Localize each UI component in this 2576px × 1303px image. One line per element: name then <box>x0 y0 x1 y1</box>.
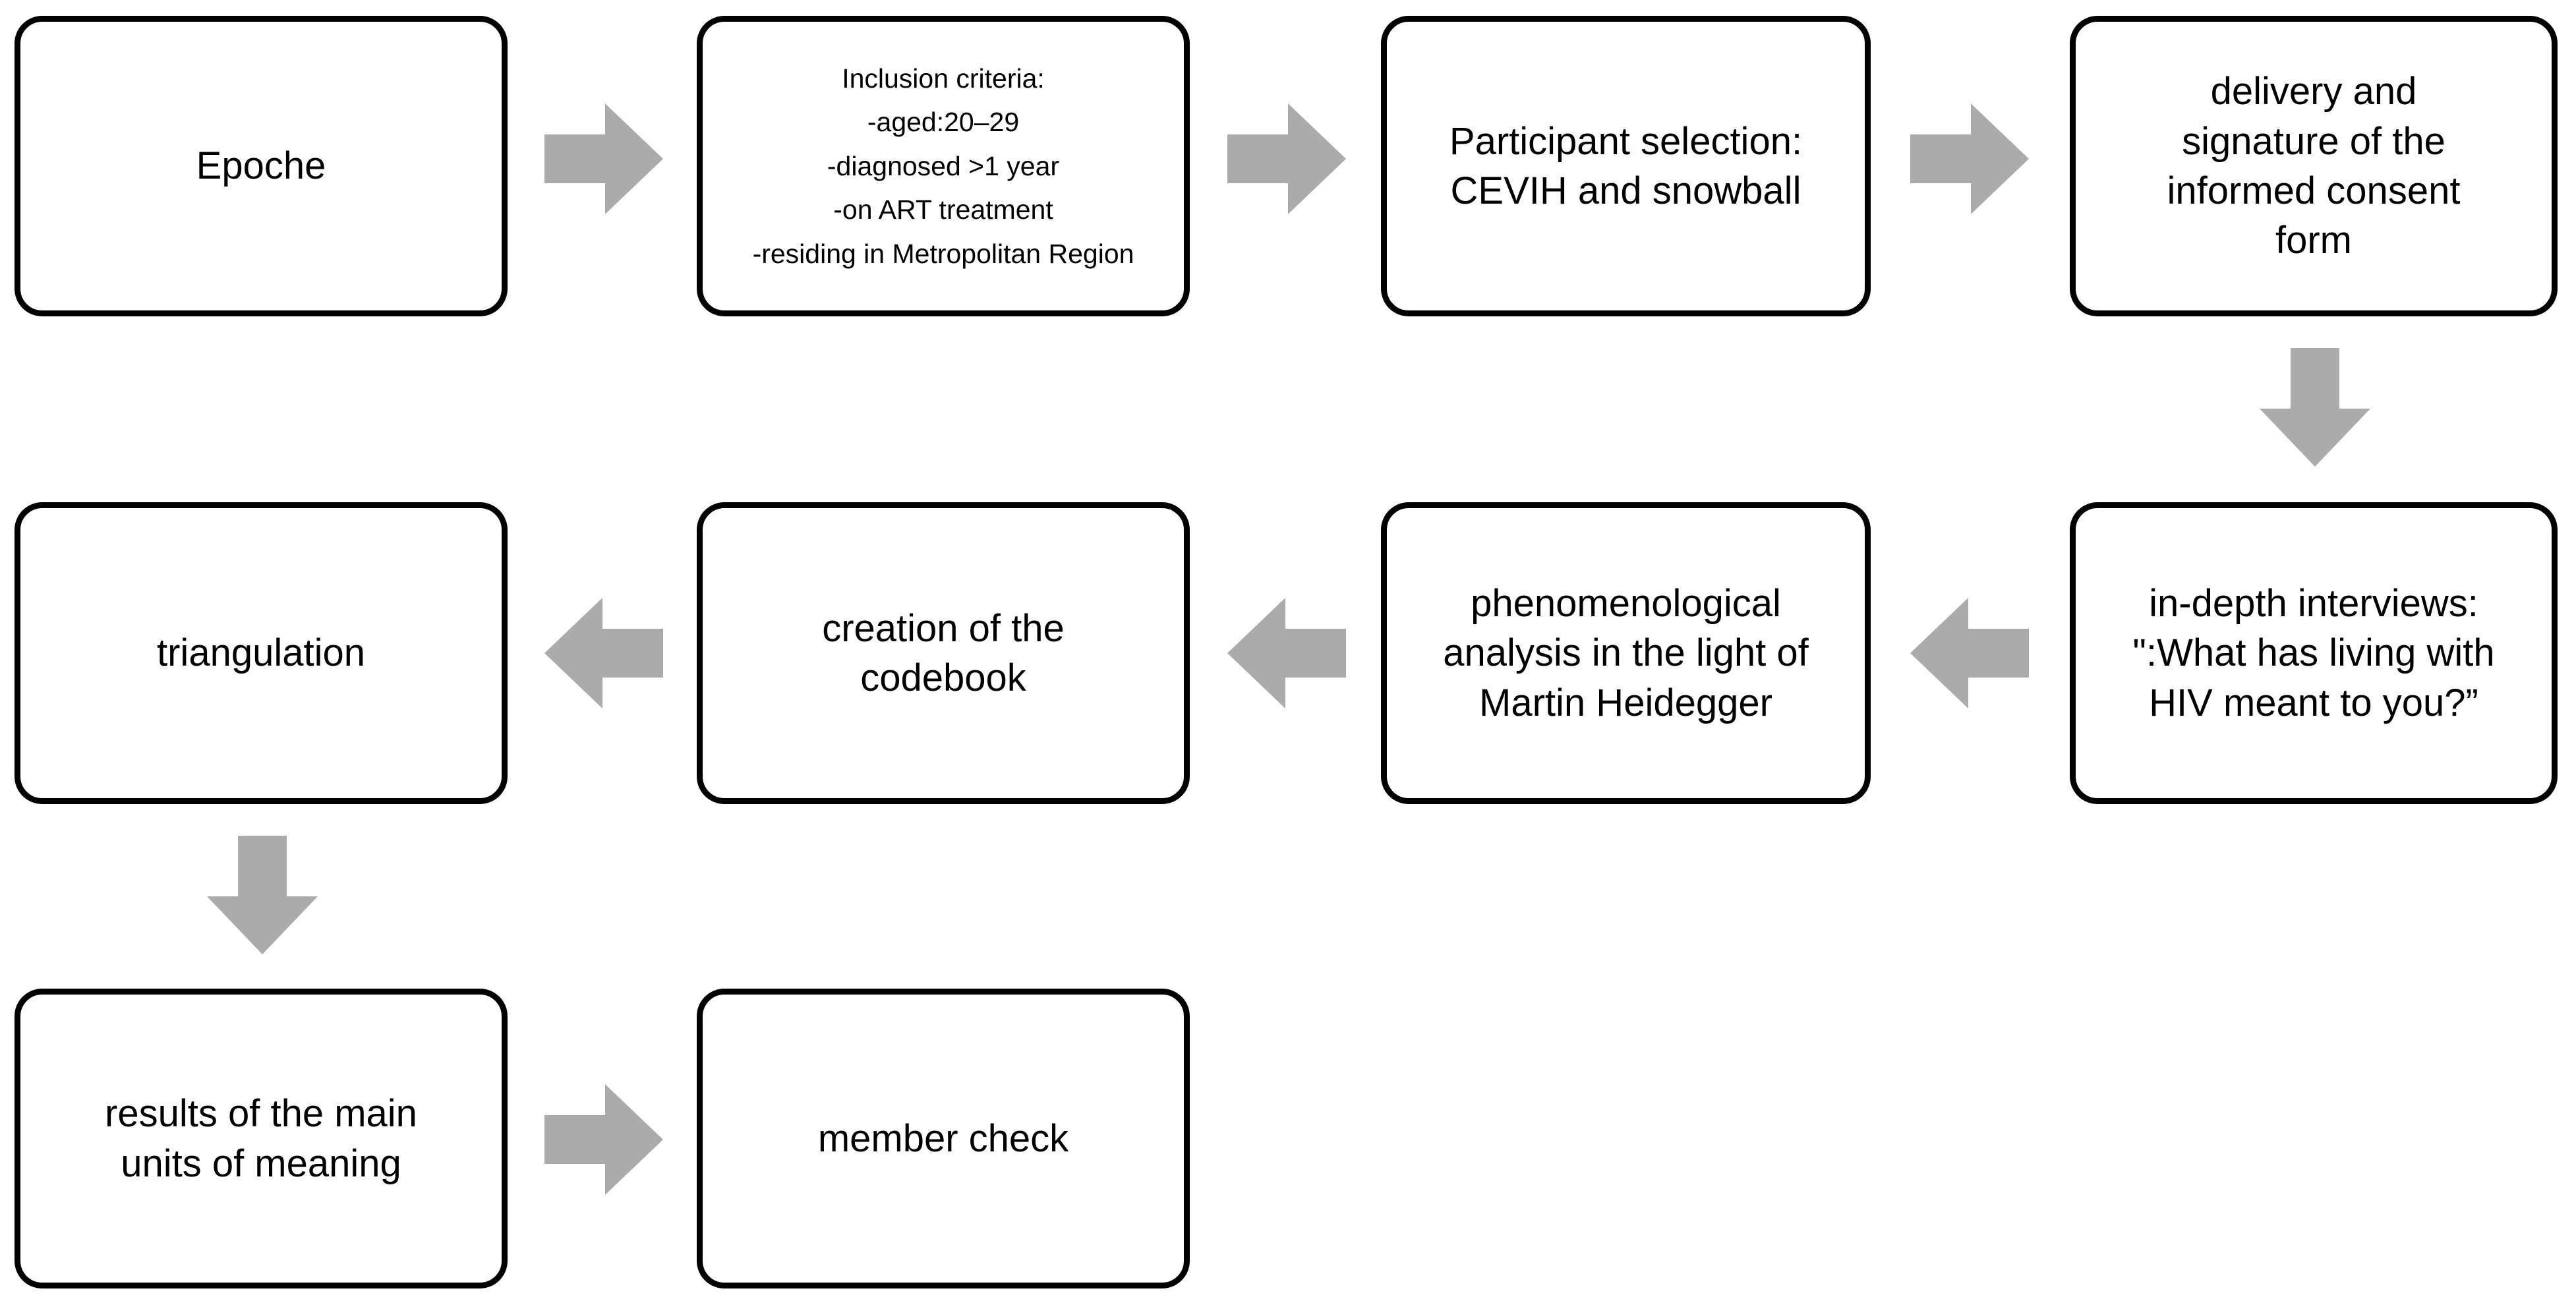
node-codebook[interactable]: creation of the codebook <box>697 502 1190 804</box>
arrow-results-to-membercheck <box>544 1084 663 1195</box>
node-informed-consent[interactable]: delivery and signature of the informed c… <box>2070 16 2558 316</box>
arrow-consent-to-interviews <box>2260 348 2370 467</box>
arrow-analysis-to-codebook <box>1227 598 1346 709</box>
node-participant-selection-label: Participant selection: CEVIH and snowbal… <box>1449 119 1803 212</box>
node-in-depth-interviews-label: in-depth interviews: ":What has living w… <box>2132 581 2495 724</box>
node-in-depth-interviews[interactable]: in-depth interviews: ":What has living w… <box>2070 502 2558 804</box>
node-codebook-label: creation of the codebook <box>822 606 1065 699</box>
arrow-epoche-to-inclusion <box>544 103 663 214</box>
arrow-codebook-to-triangulation <box>544 598 663 709</box>
node-informed-consent-label: delivery and signature of the informed c… <box>2167 70 2461 262</box>
node-results-units-of-meaning[interactable]: results of the main units of meaning <box>15 989 508 1289</box>
node-phenomenological-analysis-label: phenomenological analysis in the light o… <box>1443 581 1809 724</box>
node-phenomenological-analysis[interactable]: phenomenological analysis in the light o… <box>1381 502 1871 804</box>
node-triangulation[interactable]: triangulation <box>15 502 508 804</box>
node-participant-selection[interactable]: Participant selection: CEVIH and snowbal… <box>1381 16 1871 316</box>
node-member-check-label: member check <box>817 1116 1069 1160</box>
node-triangulation-label: triangulation <box>157 631 365 675</box>
node-inclusion-criteria[interactable]: Inclusion criteria: -aged:20–29 -diagnos… <box>697 16 1190 316</box>
node-epoche[interactable]: Epoche <box>15 16 508 316</box>
node-epoche-label: Epoche <box>196 144 326 188</box>
arrow-inclusion-to-selection <box>1227 103 1346 214</box>
arrow-triangulation-to-results <box>207 836 318 954</box>
arrow-interviews-to-analysis <box>1910 598 2029 709</box>
arrow-selection-to-consent <box>1910 103 2029 214</box>
node-results-units-of-meaning-label: results of the main units of meaning <box>105 1092 417 1185</box>
node-inclusion-criteria-label: Inclusion criteria: -aged:20–29 -diagnos… <box>752 63 1134 269</box>
node-member-check[interactable]: member check <box>697 989 1190 1289</box>
